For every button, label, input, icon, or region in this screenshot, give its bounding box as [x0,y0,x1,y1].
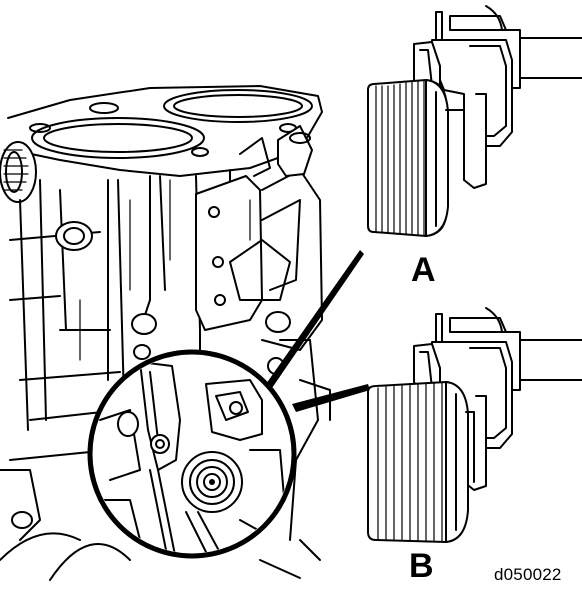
mounting-plate [195,175,263,331]
tensioner-view-b [367,307,582,543]
view-label-a: A [411,251,436,289]
pointer-to-a [266,250,364,388]
bracket-bolt [150,434,170,454]
engine-block [0,85,331,581]
cylinder-bore-front [31,117,205,159]
figure-id: d050022 [494,565,562,584]
callout-lines [266,250,370,412]
detail-magnifier [87,349,297,559]
pointer-to-b [292,384,370,412]
tensioner-view-a [367,5,582,237]
view-label-b: B [409,547,434,585]
